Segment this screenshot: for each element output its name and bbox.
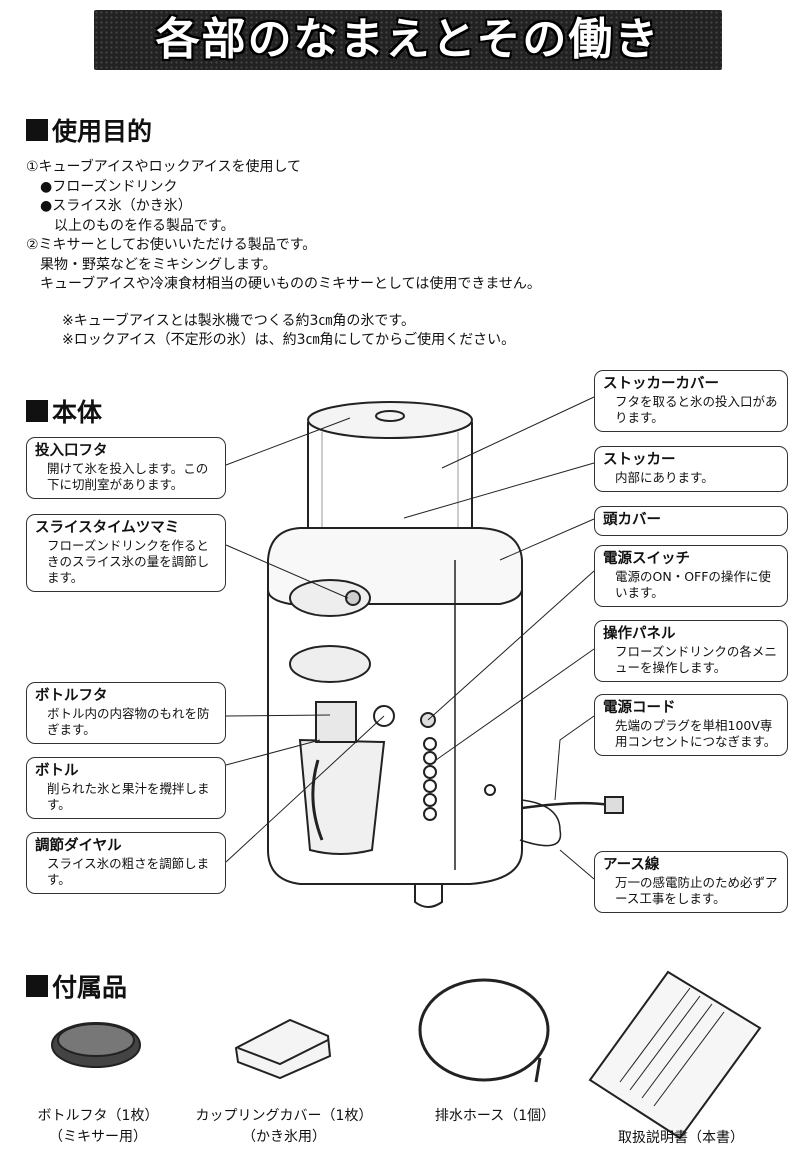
accessory-label-coupling-cover: カップリングカバー（1枚） （かき氷用） <box>195 1108 373 1145</box>
callout-power-switch: 電源スイッチ 電源のON・OFFの操作に使います。 <box>594 545 788 607</box>
callout-operation-panel: 操作パネル フローズンドリンクの各メニューを操作します。 <box>594 620 788 682</box>
purpose-line: キューブアイスや冷凍食材相当の硬いもののミキサーとしては使用できません。 <box>40 276 541 292</box>
purpose-line: ①キューブアイスやロックアイスを使用して <box>26 159 302 175</box>
callout-bottle: ボトル 削られた氷と果汁を攪拌します。 <box>26 757 226 819</box>
callout-input-lid: 投入口フタ 開けて氷を投入します。この下に切削室があります。 <box>26 437 226 499</box>
callout-bottle-lid: ボトルフタ ボトル内の内容物のもれを防ぎます。 <box>26 682 226 744</box>
body-heading: 本体 <box>26 393 102 429</box>
purpose-note: ※キューブアイスとは製氷機でつくる約3㎝角の氷です。 <box>62 312 415 329</box>
power-cord-shape <box>521 801 611 810</box>
callout-ground-wire: アース線 万一の感電防止のため必ずアース工事をします。 <box>594 851 788 913</box>
accessory-label-manual: 取扱説明書（本書） <box>618 1130 744 1146</box>
callout-stocker: ストッカー 内部にあります。 <box>594 446 788 492</box>
purpose-note: ※ロックアイス（不定形の氷）は、約3㎝角にしてからご使用ください。 <box>62 332 516 348</box>
square-bullet-icon <box>26 400 48 422</box>
bottle-lid-accessory-image <box>51 1022 141 1068</box>
bottle-lid-shape <box>315 701 357 743</box>
callout-adjust-dial: 調節ダイヤル スライス氷の粗さを調節します。 <box>26 832 226 894</box>
square-bullet-icon <box>26 975 48 997</box>
accessory-label-drain-hose: 排水ホース（1個） <box>434 1108 556 1124</box>
callout-power-cord: 電源コード 先端のプラグを単相100V専用コンセントにつなぎます。 <box>594 694 788 756</box>
purpose-line: ②ミキサーとしてお使いいただける製品です。 <box>26 237 317 253</box>
manual-accessory-image <box>588 970 762 1140</box>
operation-panel-shape <box>423 737 437 821</box>
adjust-dial-shape <box>373 705 395 727</box>
purpose-line: ●スライス氷（かき氷） <box>40 198 192 214</box>
accessory-label-bottle-lid: ボトルフタ（1枚） （ミキサー用） <box>37 1108 159 1145</box>
callout-head-cover: 頭カバー <box>594 506 788 536</box>
purpose-line: 以上のものを作る製品です。 <box>54 217 235 234</box>
purpose-line: 果物・野菜などをミキシングします。 <box>40 256 277 273</box>
body-shape <box>267 560 523 885</box>
purpose-line: ●フローズンドリンク <box>40 178 178 195</box>
page-title: 各部のなまえとその働き <box>155 14 661 65</box>
bottle-shape <box>298 738 386 855</box>
accessories-heading: 付属品 <box>26 968 127 1004</box>
page-banner: 各部のなまえとその働き <box>94 10 722 70</box>
callout-stocker-cover: ストッカーカバー フタを取ると氷の投入口があります。 <box>594 370 788 432</box>
coupling-cover-accessory-image <box>234 1018 332 1080</box>
purpose-text: ①キューブアイスやロックアイスを使用して ●フローズンドリンク ●スライス氷（か… <box>26 158 541 351</box>
square-bullet-icon <box>26 119 48 141</box>
purpose-heading: 使用目的 <box>26 112 152 148</box>
callout-slice-time-knob: スライスタイムツマミ フローズンドリンクを作るときのスライス氷の量を調節します。 <box>26 514 226 592</box>
slice-time-knob-shape <box>289 579 371 617</box>
drain-hose-accessory-image <box>418 978 550 1083</box>
